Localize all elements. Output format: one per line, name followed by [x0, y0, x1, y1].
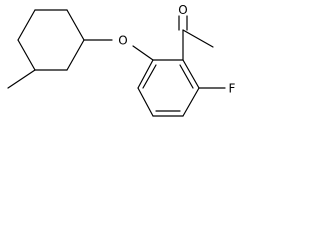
bond [137, 87, 154, 117]
ether-bond-aryl [132, 45, 154, 61]
bond [17, 9, 36, 41]
methyl-bond-ring [7, 69, 36, 89]
bond [137, 59, 154, 89]
bond [17, 39, 36, 71]
molecule-structure: O O F [7, 3, 236, 117]
cyclohexane-ring [17, 9, 85, 71]
bond [182, 59, 200, 89]
aromatic-inner-bond [179, 64, 194, 89]
aromatic-inner-bond [142, 64, 157, 89]
bond [182, 87, 200, 117]
ketone-oxygen-label: O [178, 3, 187, 17]
bond [66, 39, 85, 71]
bond [66, 9, 85, 41]
ether-oxygen-label: O [118, 34, 127, 48]
fluorine-label: F [229, 82, 236, 96]
benzene-ring [137, 59, 200, 117]
acetyl-methyl-bond [182, 29, 214, 48]
